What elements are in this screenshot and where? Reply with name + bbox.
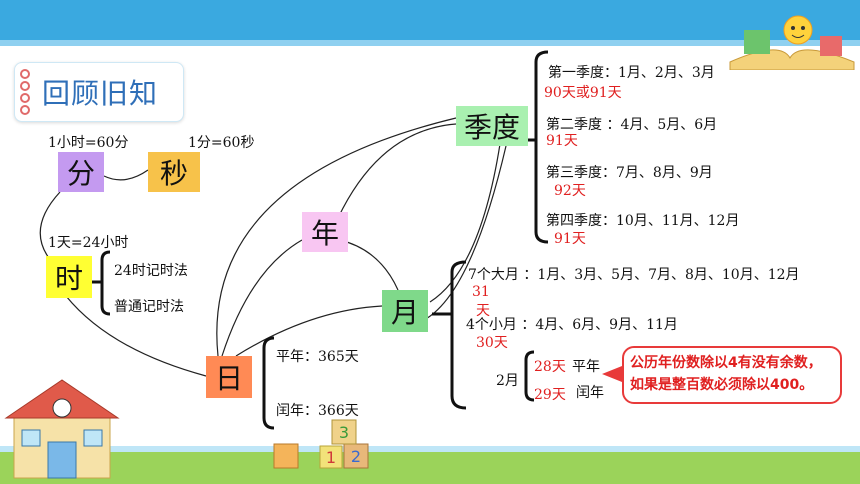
relation-hour-minute: 1小时=60分 <box>48 135 129 151</box>
february-common-days: 28天 <box>534 359 566 375</box>
relation-minute-second: 1分=60秒 <box>188 135 255 151</box>
quarter-2-days: 91天 <box>546 133 578 149</box>
february-label: 2月 <box>496 373 519 389</box>
book-sun-illustration <box>729 15 855 70</box>
quarter-2-label: 第二季度 ：4月、5月、6月 <box>546 117 718 133</box>
svg-text:1: 1 <box>326 448 336 467</box>
title-card <box>14 62 184 122</box>
node-month: 月 <box>382 290 428 332</box>
big-months-label: 7个大月 ：1月、3月、5月、7月、8月、10月、12月 <box>468 267 800 283</box>
school-house-illustration <box>4 379 120 479</box>
quarter-3-days: 92天 <box>554 183 586 199</box>
bottom-water <box>0 446 860 456</box>
small-months-label: 4个小月 ：4月、6月、9月、11月 <box>466 317 678 333</box>
number-blocks-illustration: 1 2 3 <box>273 419 369 469</box>
common-year-days: 平年：365天 <box>276 349 359 365</box>
node-quarter: 季度 <box>456 106 528 146</box>
time-method-normal: 普通记时法 <box>114 299 184 315</box>
node-minute: 分 <box>58 152 104 192</box>
small-months-days: 30天 <box>476 335 508 351</box>
big-months-days-1: 31 <box>472 284 490 300</box>
time-method-24h: 24时记时法 <box>114 263 188 279</box>
node-hour: 时 <box>46 256 92 298</box>
top-banner-band <box>0 40 860 46</box>
quarter-3-label: 第三季度：7月、8月、9月 <box>546 165 713 181</box>
quarter-1-label: 第一季度：1月、2月、3月 <box>548 65 715 81</box>
february-leap-days: 29天 <box>534 387 566 403</box>
february-common-label: 平年 <box>572 359 600 375</box>
big-months-days-2: 天 <box>476 303 490 319</box>
leap-year-days: 闰年：366天 <box>276 403 359 419</box>
svg-text:2: 2 <box>351 447 361 466</box>
page-title: 回顾旧知 <box>42 77 159 110</box>
svg-text:3: 3 <box>339 423 349 442</box>
top-banner <box>0 0 860 46</box>
node-day: 日 <box>206 356 252 398</box>
leap-year-rule-note: 公历年份数除以4有没有余数，如果是整百数必须除以400。 <box>622 346 842 404</box>
relation-day-hour: 1天=24小时 <box>48 235 129 251</box>
bottom-grass <box>0 452 860 484</box>
node-year: 年 <box>302 212 348 252</box>
quarter-1-days: 90天或91天 <box>544 85 622 101</box>
arrow-icon <box>602 366 622 382</box>
quarter-4-days: 91天 <box>554 231 586 247</box>
node-second: 秒 <box>148 152 200 192</box>
february-leap-label: 闰年 <box>576 385 604 401</box>
quarter-4-label: 第四季度：10月、11月、12月 <box>546 213 740 229</box>
notebook-rings-icon <box>20 69 30 115</box>
